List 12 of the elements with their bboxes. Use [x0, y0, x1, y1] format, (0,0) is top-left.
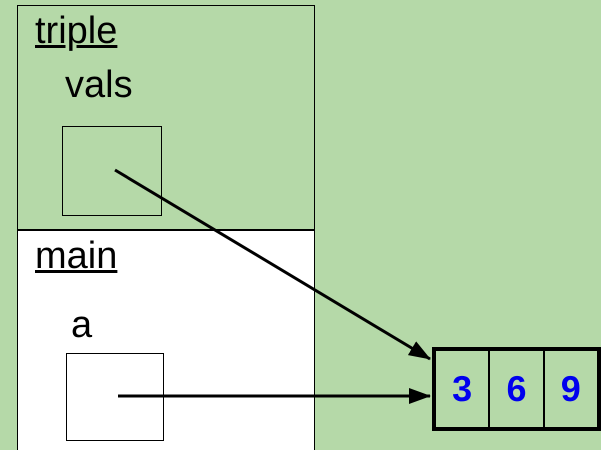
variable-name: a: [71, 306, 92, 344]
variable-name: vals: [65, 66, 133, 104]
array-cell: 3: [436, 351, 488, 427]
stack-frame: [17, 5, 315, 230]
array-box: [432, 347, 601, 431]
frame-title: main: [35, 237, 118, 275]
pointer-arrow: [114, 168, 431, 360]
pointer-arrow: [118, 388, 431, 404]
array-cell: 9: [542, 351, 597, 427]
array-cell: 6: [488, 351, 543, 427]
frame-title: triple: [35, 12, 118, 50]
stack-frame: [17, 230, 315, 450]
